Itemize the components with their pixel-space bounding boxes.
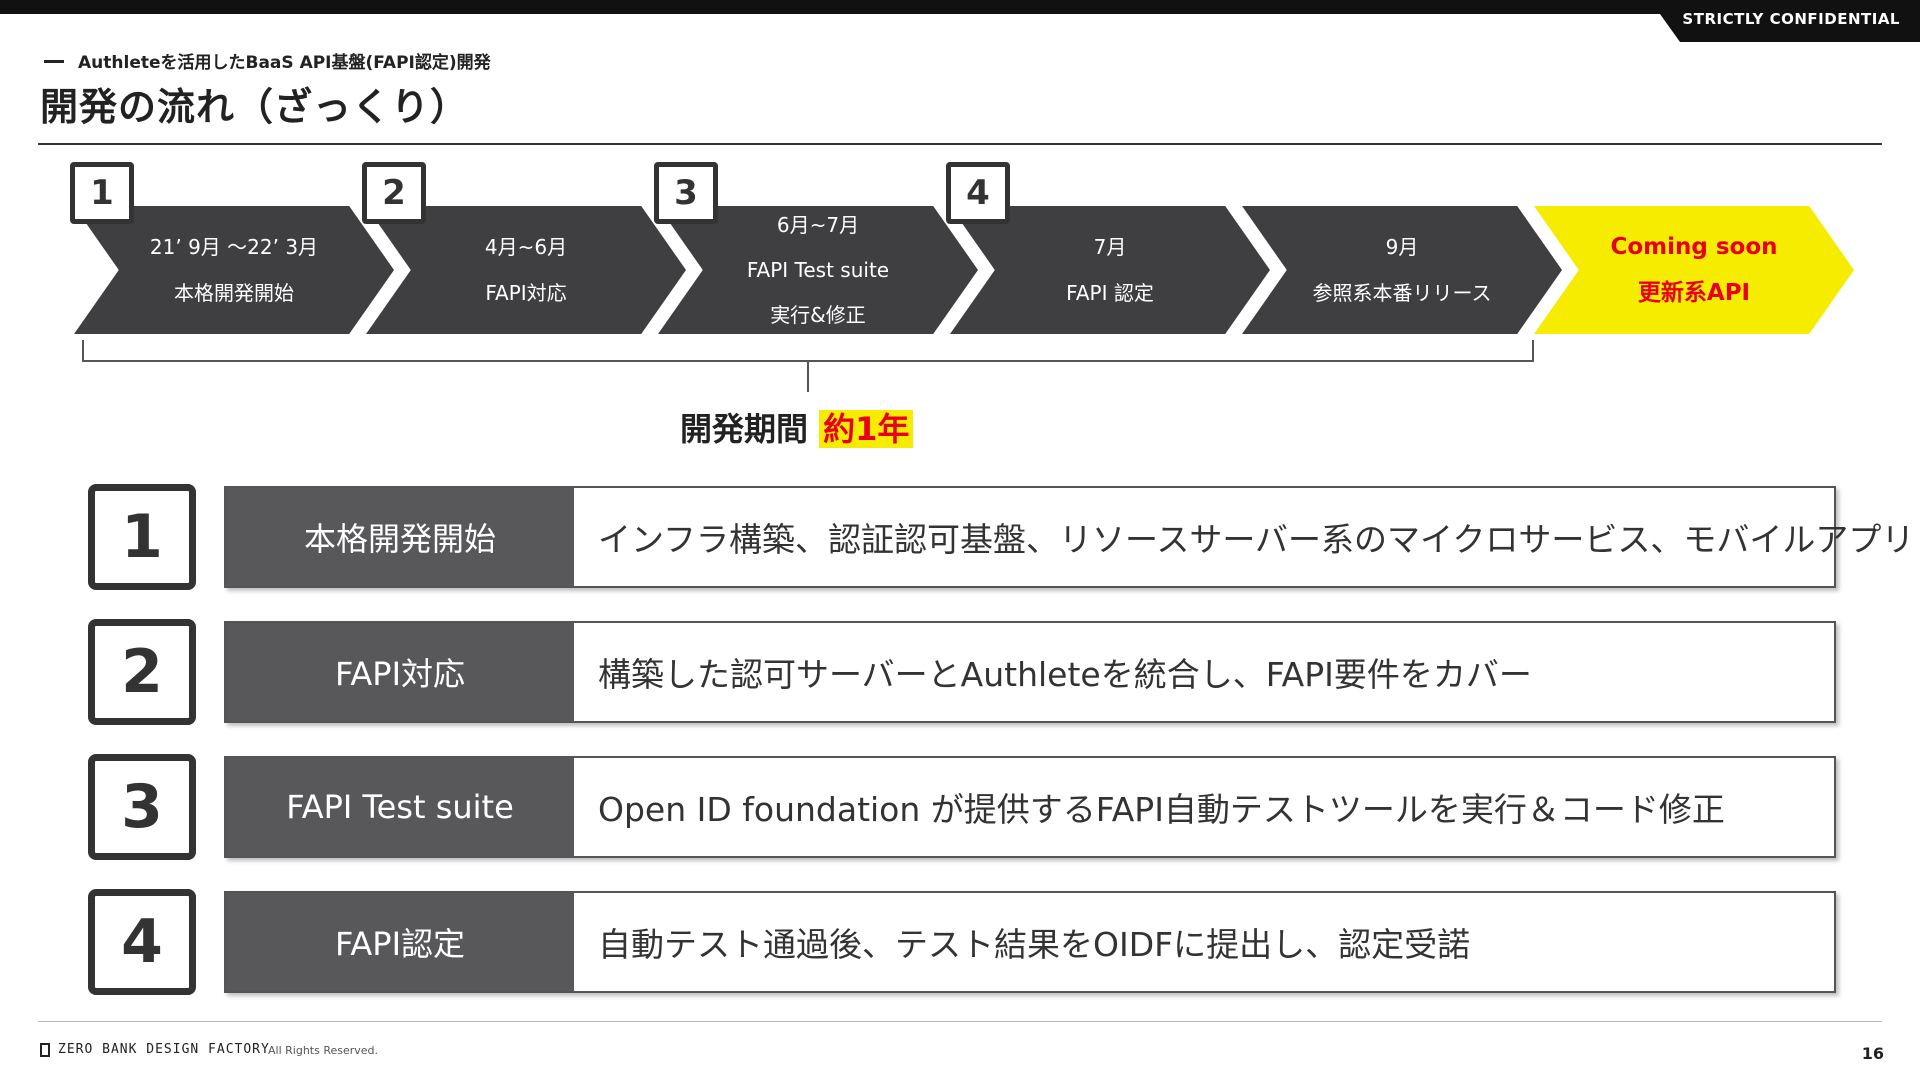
step-line1: Coming soon xyxy=(1610,234,1778,260)
row-description: インフラ構築、認証認可基盤、リソースサーバー系のマイクロサービス、モバイルアプリ… xyxy=(598,520,1920,559)
logo-icon xyxy=(40,1043,50,1057)
timeline-step-text: 6月~7月 FAPI Test suite 実行&修正 xyxy=(703,206,933,334)
row-label: FAPI認定 xyxy=(226,893,574,991)
step-line2: FAPI対応 xyxy=(485,281,567,305)
slide-title: 開発の流れ（ざっくり） xyxy=(40,85,470,129)
timeline-step-text: 9月 参照系本番リリース xyxy=(1287,206,1517,334)
chevron-shape xyxy=(1242,206,1562,334)
development-period: 開発期間 約1年 xyxy=(680,404,914,450)
step-line1: 9月 xyxy=(1385,235,1419,259)
top-bar xyxy=(0,0,1920,14)
step-line2: FAPI 認定 xyxy=(1066,281,1154,305)
page-number: 16 xyxy=(1861,1044,1884,1063)
step-line2: 参照系本番リリース xyxy=(1312,281,1492,305)
timeline-step-text: Coming soon 更新系API xyxy=(1579,206,1809,334)
confidential-tab xyxy=(1650,0,1920,42)
row-description: Open ID foundation が提供するFAPI自動テストツールを実行＆… xyxy=(598,790,1725,829)
step-line1: 6月~7月 xyxy=(776,212,860,237)
confidential-label: STRICTLY CONFIDENTIAL xyxy=(1682,10,1900,28)
table-row: FAPI認定 自動テスト通過後、テスト結果をOIDFに提出し、認定受諾 xyxy=(224,891,1836,993)
row-description: 構築した認可サーバーとAuthleteを統合し、FAPI要件をカバー xyxy=(598,655,1532,694)
timeline-number-2: 2 xyxy=(362,162,426,224)
timeline-number-3: 3 xyxy=(654,162,718,224)
step-line2: FAPI Test suite xyxy=(746,257,890,282)
period-label: 開発期間 xyxy=(680,410,809,448)
row-number-2: 2 xyxy=(88,619,196,725)
timeline-step-5: 9月 参照系本番リリース xyxy=(1242,206,1562,334)
row-label: FAPI Test suite xyxy=(226,758,574,856)
period-value: 約1年 xyxy=(819,410,914,448)
row-label: 本格開発開始 xyxy=(226,488,574,586)
step-line1: 4月~6月 xyxy=(484,235,568,259)
timeline-step-1: 21’ 9月 ～22’ 3月 本格開発開始 xyxy=(74,206,394,334)
table-row: 本格開発開始 インフラ構築、認証認可基盤、リソースサーバー系のマイクロサービス、… xyxy=(224,486,1920,588)
timeline-step-text: 21’ 9月 ～22’ 3月 本格開発開始 xyxy=(119,206,349,334)
step-line1: 21’ 9月 ～22’ 3月 xyxy=(149,235,319,259)
chevron-shape xyxy=(658,206,978,334)
timeline-number-4: 4 xyxy=(946,162,1010,224)
chevron-shape xyxy=(950,206,1270,334)
row-number-1: 1 xyxy=(88,484,196,590)
period-bracket-right xyxy=(1532,340,1534,362)
step-line3: 実行&修正 xyxy=(770,302,866,327)
slide-subtitle: Authleteを活用したBaaS API基盤(FAPI認定)開発 xyxy=(44,48,491,73)
timeline-step-text: 4月~6月 FAPI対応 xyxy=(411,206,641,334)
timeline-step-4: 7月 FAPI 認定 xyxy=(950,206,1270,334)
row-number-4: 4 xyxy=(88,889,196,995)
timeline-step-text: 7月 FAPI 認定 xyxy=(995,206,1225,334)
period-bracket xyxy=(82,360,1534,362)
table-row: FAPI対応 構築した認可サーバーとAuthleteを統合し、FAPI要件をカバ… xyxy=(224,621,1836,723)
row-number-3: 3 xyxy=(88,754,196,860)
chevron-shape xyxy=(1534,206,1854,334)
timeline-step-3: 6月~7月 FAPI Test suite 実行&修正 xyxy=(658,206,978,334)
timeline-step-coming-soon: Coming soon 更新系API xyxy=(1534,206,1854,334)
chevron-shape xyxy=(366,206,686,334)
row-description: 自動テスト通過後、テスト結果をOIDFに提出し、認定受諾 xyxy=(598,925,1471,964)
timeline-step-2: 4月~6月 FAPI対応 xyxy=(366,206,686,334)
step-line2: 更新系API xyxy=(1637,280,1751,306)
period-bracket-left xyxy=(82,340,84,362)
row-label: FAPI対応 xyxy=(226,623,574,721)
table-row: FAPI Test suite Open ID foundation が提供する… xyxy=(224,756,1836,858)
footer-divider xyxy=(38,1021,1882,1022)
step-line1: 7月 xyxy=(1093,235,1127,259)
period-bracket-tick xyxy=(807,362,809,392)
footer-logo: ZERO BANK DESIGN FACTORY xyxy=(58,1042,270,1057)
timeline-number-1: 1 xyxy=(70,162,134,224)
subtitle-text: Authleteを活用したBaaS API基盤(FAPI認定)開発 xyxy=(78,53,491,73)
footer-rights: All Rights Reserved. xyxy=(268,1044,379,1057)
title-divider xyxy=(38,143,1882,145)
dash-icon xyxy=(44,59,64,63)
chevron-shape xyxy=(74,206,394,334)
step-line2: 本格開発開始 xyxy=(174,281,294,305)
